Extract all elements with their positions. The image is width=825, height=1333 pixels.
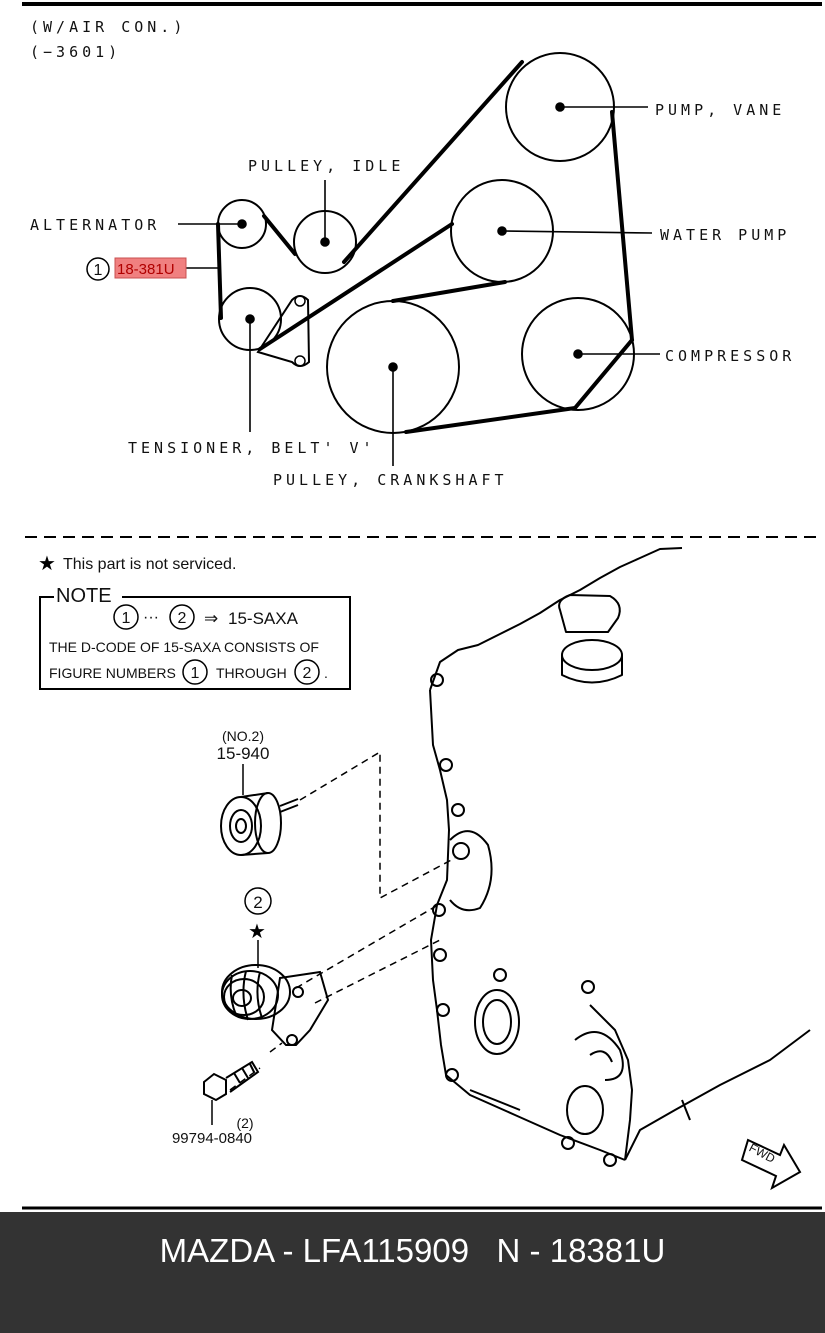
idler-code: 15-940 <box>217 744 270 763</box>
leader-lines <box>178 102 660 466</box>
note-box: NOTE 1 ··· 2 ⇒ 15-SAXA THE D-CODE OF 15-… <box>39 585 351 690</box>
note-line3-num1: 1 <box>191 665 200 682</box>
not-serviced-note: This part is not serviced. <box>63 556 236 573</box>
parts-diagram-canvas: (W/AIR CON.) (−3601) <box>22 2 822 1210</box>
bolt-qty: (2) <box>236 1115 253 1131</box>
belt-header-line1: (W/AIR CON.) <box>30 18 186 36</box>
label-pump-vane: PUMP, VANE <box>655 101 785 119</box>
bolt-code: 99794-0840 <box>172 1130 252 1147</box>
belt-routing-diagram <box>216 52 635 434</box>
tensioner-bracket-hole-bottom <box>294 355 306 367</box>
belt-header-line2: (−3601) <box>30 43 121 61</box>
note-line3-a: FIGURE NUMBERS <box>49 665 176 681</box>
v-belt <box>216 60 634 434</box>
note-ref-start: 1 <box>122 610 131 627</box>
note-line3-num2: 2 <box>303 665 312 682</box>
note-ref-end: 2 <box>178 610 187 627</box>
idler-pulley-part[interactable] <box>220 792 299 856</box>
label-water-pump: WATER PUMP <box>660 226 790 244</box>
label-alternator: ALTERNATOR <box>30 216 160 234</box>
callout-18-381u[interactable]: 1 18-381U <box>86 257 187 281</box>
callout-code: 18-381U <box>117 261 175 278</box>
label-pulley-idle: PULLEY, IDLE <box>248 157 404 175</box>
bolt-part[interactable] <box>203 1060 260 1102</box>
tensioner-bracket-hole-top <box>294 295 306 307</box>
engine-front-cover <box>429 547 811 1167</box>
tensioner-ref-circle <box>244 887 272 915</box>
fwd-arrow-icon: FWD <box>740 1138 802 1191</box>
note-line3-b: THROUGH <box>216 665 287 681</box>
tensioner-star-icon: ★ <box>248 921 266 943</box>
label-pulley-crankshaft: PULLEY, CRANKSHAFT <box>273 471 508 489</box>
note-ref-dots: ··· <box>143 609 159 626</box>
callout-number: 1 <box>94 262 103 279</box>
note-ref-code: 15-SAXA <box>228 609 299 628</box>
note-line2: THE D-CODE OF 15-SAXA CONSISTS OF <box>49 639 319 655</box>
note-line3-end: . <box>324 665 328 681</box>
idler-qty: (NO.2) <box>222 728 264 744</box>
footer-bar: MAZDA - LFA115909 N - 18381U <box>0 1212 825 1333</box>
label-tensioner-belt: TENSIONER, BELT' V' <box>128 439 376 457</box>
tensioner-part[interactable] <box>221 964 330 1046</box>
footer-title: MAZDA - LFA115909 N - 18381U <box>159 1232 666 1269</box>
callout-highlight <box>114 257 187 279</box>
note-arrow: ⇒ <box>204 609 218 628</box>
tensioner-ref: 2 <box>253 893 262 912</box>
note-title: NOTE <box>56 585 112 607</box>
label-compressor: COMPRESSOR <box>665 347 795 365</box>
star-icon: ★ <box>38 553 56 575</box>
